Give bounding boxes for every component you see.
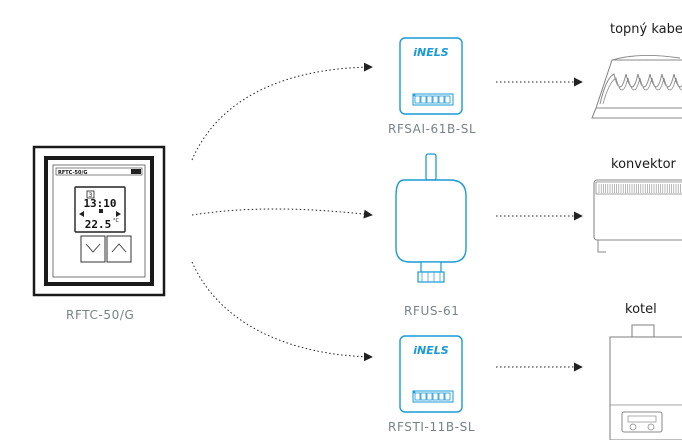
thermostat-screen-time: 13:10 bbox=[83, 197, 116, 210]
thermostat-screen-channel: 3 bbox=[89, 192, 93, 199]
thermostat-screen-model: RFTC-50/G bbox=[58, 170, 87, 176]
module-rfsti bbox=[399, 335, 463, 413]
module-1-label: RFSAI-61B-SL bbox=[388, 122, 477, 136]
arrow-to-module-3 bbox=[191, 261, 373, 362]
thermostat-screen-temp: 22.5 bbox=[85, 218, 112, 231]
appliance-3-label: kotel bbox=[625, 302, 657, 317]
appliance-1-label: topný kabel bbox=[610, 22, 682, 37]
module-3-logo: iNELS bbox=[413, 344, 449, 357]
convector-illustration bbox=[593, 179, 682, 253]
module-1-logo: iNELS bbox=[413, 46, 449, 59]
down-button bbox=[80, 235, 106, 263]
boiler-illustration bbox=[609, 324, 682, 440]
thermostat-screen-unit: °C bbox=[113, 218, 120, 224]
arrow-to-module-2 bbox=[191, 208, 373, 219]
thermostat-device bbox=[32, 145, 166, 297]
module-2-label: RFUS-61 bbox=[404, 304, 460, 318]
arrow-to-module-1 bbox=[191, 62, 373, 161]
module-rfsai bbox=[399, 37, 463, 115]
appliance-2-label: konvektor bbox=[611, 157, 676, 172]
thermostat-label: RFTC-50/G bbox=[66, 308, 135, 322]
module-3-label: RFSTI-11B-SL bbox=[388, 420, 476, 434]
heating-cable-illustration bbox=[591, 54, 682, 119]
module-rfus bbox=[395, 153, 467, 283]
up-button bbox=[106, 235, 132, 263]
